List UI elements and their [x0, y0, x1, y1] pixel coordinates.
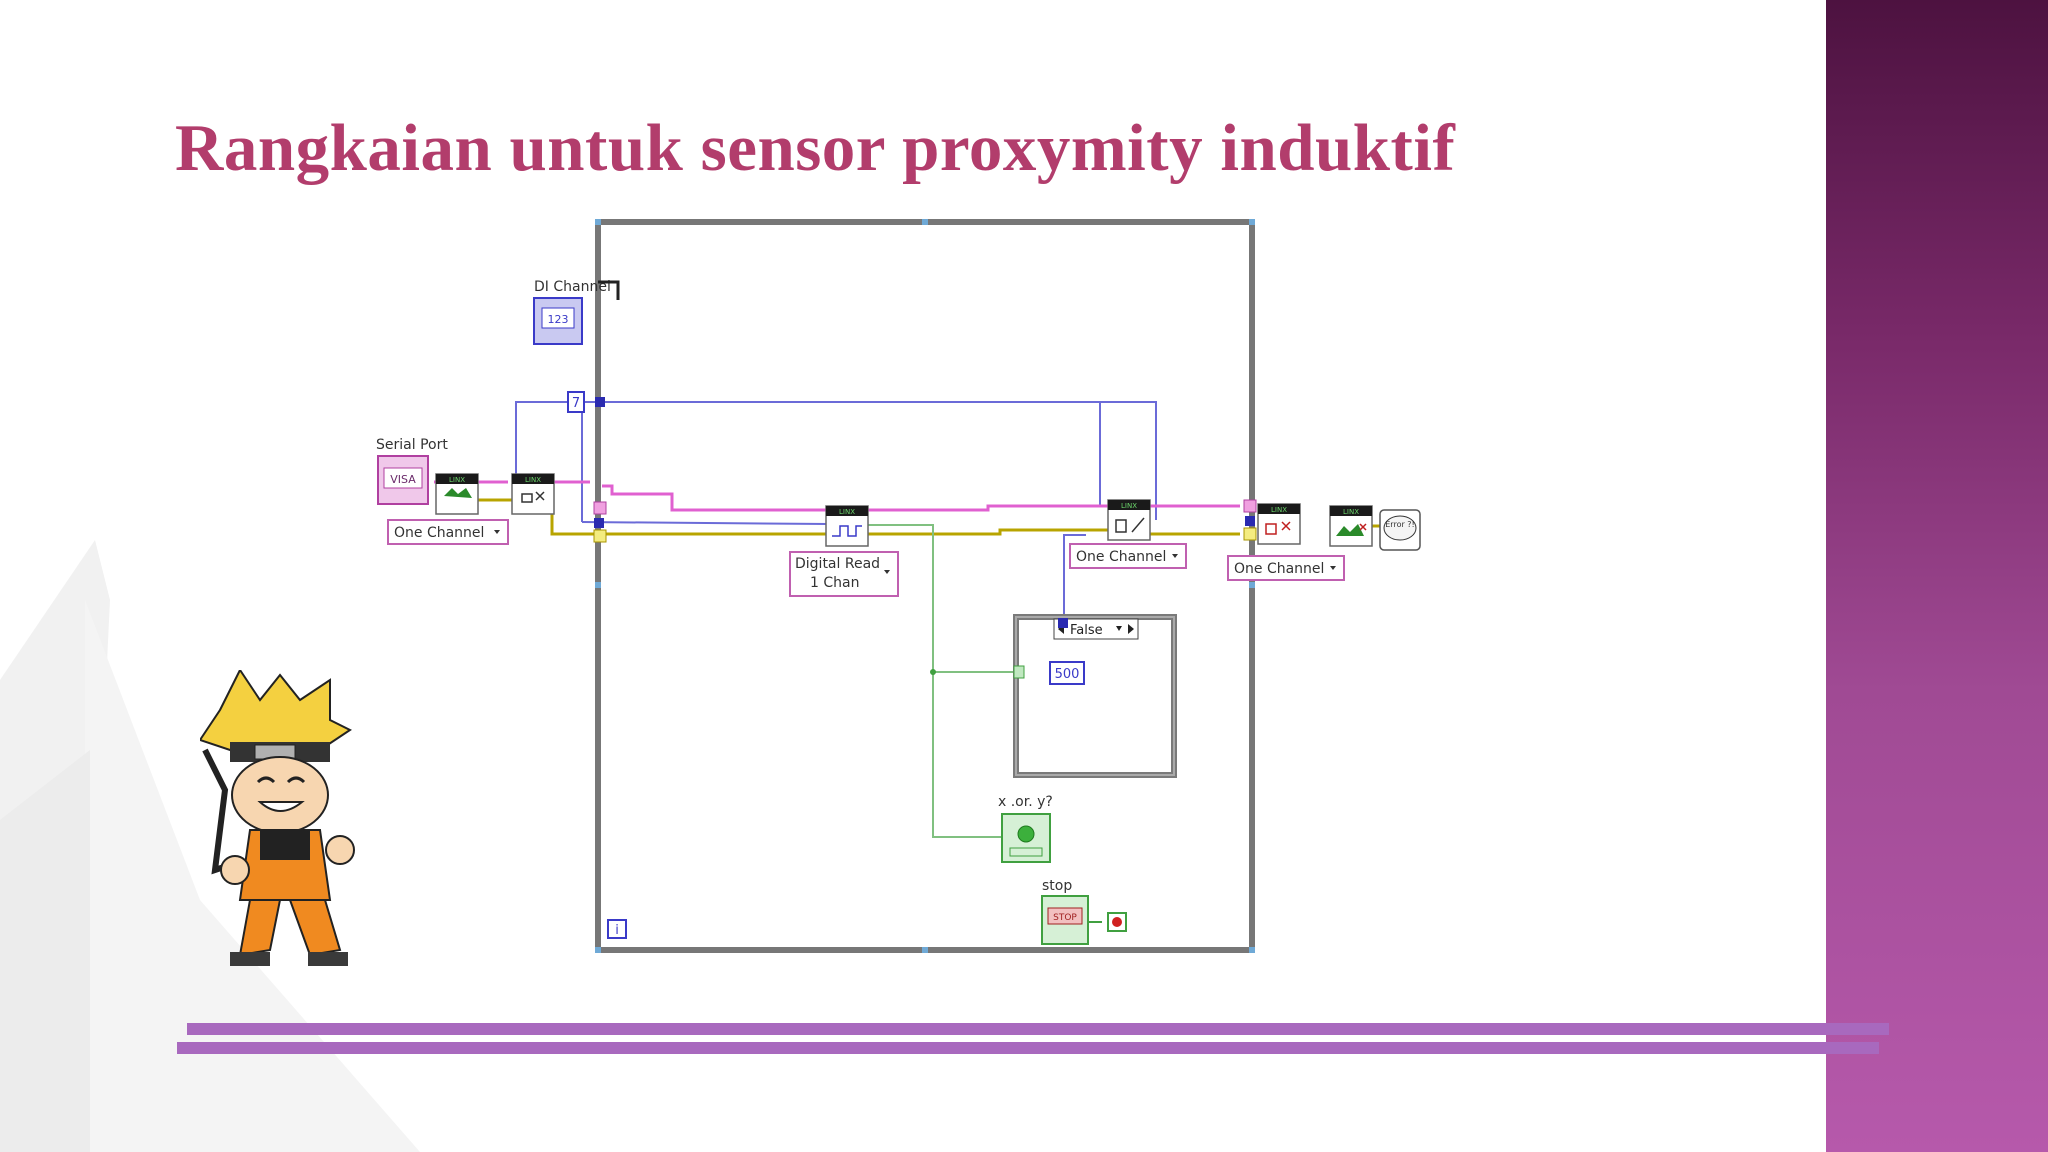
svg-text:LINX: LINX: [1343, 508, 1359, 516]
svg-text:One Channel: One Channel: [394, 525, 484, 541]
svg-text:STOP: STOP: [1053, 913, 1077, 923]
xor-boolean-indicator: x .or. y?: [998, 794, 1053, 863]
decorative-rule-top: [187, 1023, 1889, 1035]
wait-ms-constant[interactable]: 500: [1049, 661, 1085, 685]
decorative-polygon: [0, 540, 420, 1152]
svg-text:stop: stop: [1042, 878, 1072, 894]
di-channel-control[interactable]: DI Channel 123: [533, 279, 620, 345]
one-channel-selector-3[interactable]: One Channel: [1227, 555, 1345, 581]
linx-close-serial-node[interactable]: LINX: [1329, 505, 1373, 547]
one-channel-selector-1[interactable]: One Channel: [387, 519, 509, 545]
svg-text:i: i: [615, 923, 619, 938]
linx-close-node[interactable]: LINX: [1257, 503, 1301, 545]
digital-read-selector[interactable]: Digital Read 1 Chan: [789, 551, 899, 597]
simple-error-handler[interactable]: Error ?!: [1379, 509, 1421, 551]
svg-text:LINX: LINX: [1271, 506, 1287, 514]
svg-text:7: 7: [572, 396, 580, 411]
svg-text:False: False: [1070, 623, 1103, 638]
svg-text:DI Channel: DI Channel: [534, 279, 611, 295]
svg-text:One Channel: One Channel: [1076, 549, 1166, 565]
slide-title: Rangkaian untuk sensor proxymity indukti…: [175, 111, 1456, 185]
loop-iteration-terminal: i: [607, 919, 627, 939]
stop-button-control[interactable]: stop STOP: [1041, 878, 1089, 945]
svg-text:VISA: VISA: [390, 473, 416, 486]
case-structure[interactable]: [1013, 614, 1177, 778]
svg-text:1 Chan: 1 Chan: [810, 575, 859, 591]
linx-open-node[interactable]: LINX: [435, 473, 479, 515]
svg-text:LINX: LINX: [839, 508, 855, 516]
purple-side-band: [1826, 0, 2048, 1152]
loop-condition-terminal[interactable]: [1107, 912, 1127, 932]
labview-block-diagram: i DI Channel 123: [376, 219, 1421, 953]
serial-port-control[interactable]: Serial Port VISA: [376, 437, 448, 505]
decorative-rule-bottom: [177, 1042, 1879, 1054]
linx-digital-config-node[interactable]: LINX: [511, 473, 555, 515]
di-channel-constant[interactable]: 7: [567, 391, 585, 413]
svg-text:LINX: LINX: [449, 476, 465, 484]
linx-digital-read-node[interactable]: LINX: [825, 505, 869, 547]
svg-text:Serial Port: Serial Port: [376, 437, 448, 453]
svg-text:Digital Read: Digital Read: [795, 556, 880, 572]
svg-text:500: 500: [1055, 667, 1080, 682]
while-loop-frame[interactable]: [595, 219, 1255, 953]
svg-text:LINX: LINX: [525, 476, 541, 484]
svg-text:x .or. y?: x .or. y?: [998, 794, 1053, 810]
cartoon-character-image: [200, 670, 355, 966]
one-channel-selector-2[interactable]: One Channel: [1069, 543, 1187, 569]
linx-digital-write-node[interactable]: LINX: [1107, 499, 1151, 541]
svg-text:Error ?!: Error ?!: [1385, 520, 1415, 529]
svg-text:123: 123: [548, 313, 569, 326]
svg-text:One Channel: One Channel: [1234, 561, 1324, 577]
svg-text:LINX: LINX: [1121, 502, 1137, 510]
